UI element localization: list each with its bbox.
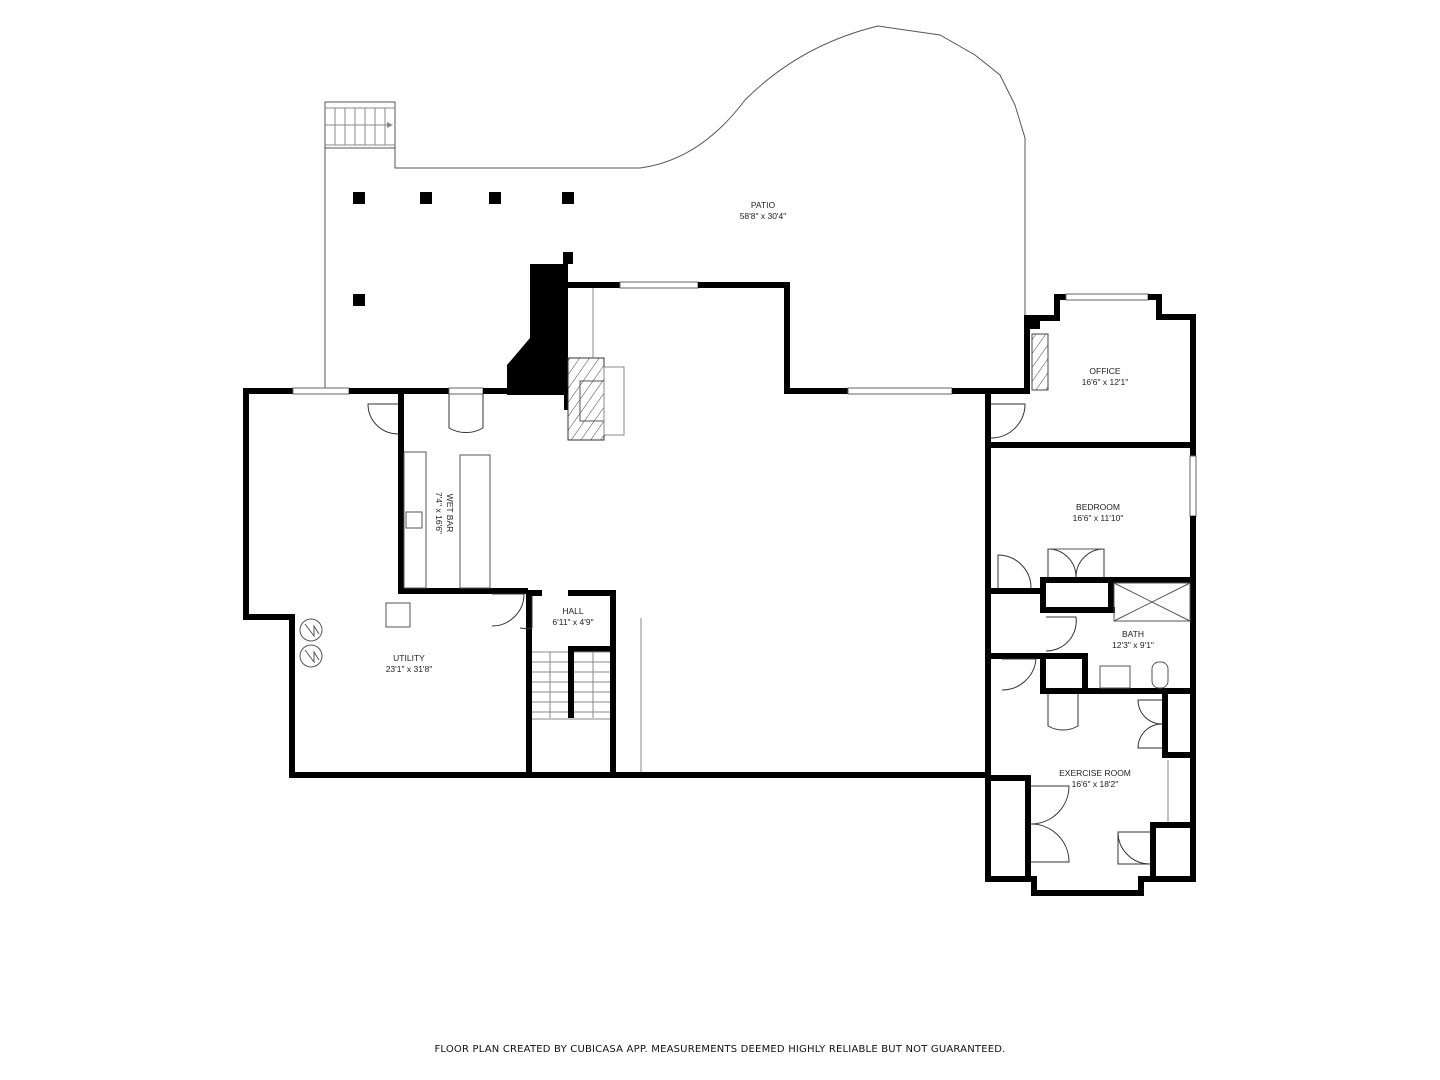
hall-stairs xyxy=(491,590,642,778)
room-name: BEDROOM xyxy=(1076,502,1120,512)
room-label-wet-bar: WET BAR 7'4" x 16'6" xyxy=(433,492,455,534)
room-dims: 16'6" x 11'10" xyxy=(1072,513,1124,523)
exterior-walls xyxy=(243,281,1030,778)
room-name: PATIO xyxy=(750,200,776,210)
bath-walls xyxy=(991,582,1196,694)
bedroom-walls xyxy=(991,448,1197,696)
room-name: EXERCISE ROOM xyxy=(1059,768,1131,778)
room-dims: 7'4" x 16'6" xyxy=(434,492,444,534)
room-dims: 16'6" x 12'1" xyxy=(1081,377,1129,387)
room-name: WET BAR xyxy=(445,493,455,533)
room-label-hall: HALL 6'11" x 4'9" xyxy=(552,606,593,628)
disclaimer-footer: FLOOR PLAN CREATED BY CUBICASA APP. MEAS… xyxy=(434,1044,1006,1055)
fireplace xyxy=(507,252,625,441)
patio-columns xyxy=(353,192,574,306)
room-label-patio: PATIO 58'8" x 30'4" xyxy=(740,200,787,222)
room-dims: 6'11" x 4'9" xyxy=(552,617,594,627)
room-label-bath: BATH 12'3" x 9'1" xyxy=(1112,629,1154,651)
room-name: HALL xyxy=(562,606,584,616)
room-label-bedroom: BEDROOM 16'6" x 11'10" xyxy=(1073,502,1124,524)
room-dims: 12'3" x 9'1" xyxy=(1112,640,1154,650)
exercise-room-walls xyxy=(985,694,1196,896)
room-name: BATH xyxy=(1121,629,1145,639)
patio-outline xyxy=(324,25,1026,388)
room-name: UTILITY xyxy=(393,653,425,663)
wet-bar-walls xyxy=(367,394,528,594)
office-walls xyxy=(990,293,1196,450)
room-dims: 16'6" x 18'2" xyxy=(1071,779,1119,789)
room-dims: 23'1" x 31'8" xyxy=(385,664,433,674)
room-name: OFFICE xyxy=(1089,366,1121,376)
room-dims: 58'8" x 30'4" xyxy=(739,211,787,221)
room-label-exercise-room: EXERCISE ROOM 16'6" x 18'2" xyxy=(1059,768,1131,790)
utility-fixtures xyxy=(299,602,411,668)
room-label-utility: UTILITY 23'1" x 31'8" xyxy=(386,653,433,675)
room-label-office: OFFICE 16'6" x 12'1" xyxy=(1082,366,1129,388)
